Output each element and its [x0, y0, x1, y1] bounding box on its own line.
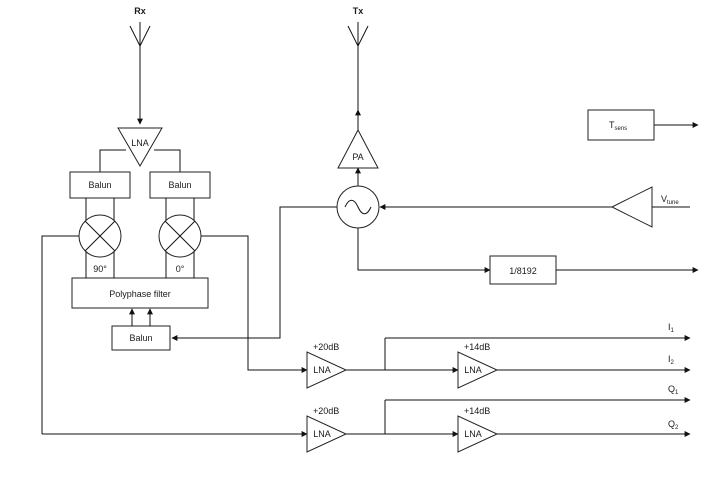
- output-i1-label: I1: [668, 322, 675, 334]
- vtune-buffer: [610, 186, 653, 228]
- balun-left: Balun: [69, 171, 131, 199]
- lna-i-stage1-gain: +20dB: [313, 342, 339, 352]
- lna-q-stage2-gain: +14dB: [464, 406, 490, 416]
- vtune-label: Vtune: [661, 194, 679, 206]
- lna-i-stage2: LNA +14dB: [457, 342, 499, 389]
- polyphase-filter: Polyphase filter: [71, 277, 209, 309]
- lna-i-stage2-gain: +14dB: [464, 342, 490, 352]
- pa-amplifier: PA: [337, 128, 379, 169]
- output-q2-label: Q2: [668, 419, 679, 431]
- tx-label: Tx: [353, 6, 364, 16]
- mixer-right-phase: 0°: [176, 264, 185, 274]
- pa-label: PA: [352, 152, 363, 162]
- balun-right-label: Balun: [168, 180, 191, 190]
- vco-oscillator-icon: [336, 185, 380, 229]
- mixer-right-icon: [158, 214, 202, 258]
- lna-top: LNA: [117, 127, 163, 167]
- lna-i-stage2-label: LNA: [464, 365, 482, 375]
- output-q1-label: Q1: [668, 384, 679, 396]
- mixer-left-icon: [78, 214, 122, 258]
- tx-antenna-icon: [347, 22, 369, 47]
- lna-q-stage1-label: LNA: [313, 429, 331, 439]
- output-i2-label: I2: [668, 354, 675, 366]
- lna-q-stage1: LNA +20dB: [306, 406, 348, 453]
- lna-i-stage1-label: LNA: [313, 365, 331, 375]
- lna-q-stage2-label: LNA: [464, 429, 482, 439]
- balun-bottom: Balun: [111, 325, 171, 351]
- tsense-label: Tsens: [609, 120, 627, 132]
- lna-i-stage1: LNA +20dB: [306, 342, 348, 389]
- rx-label: Rx: [134, 6, 146, 16]
- balun-left-label: Balun: [88, 180, 111, 190]
- lna-q-stage1-gain: +20dB: [313, 406, 339, 416]
- divider-block: 1/8192: [489, 255, 557, 285]
- polyphase-filter-label: Polyphase filter: [109, 289, 171, 299]
- tsense-block: Tsens: [587, 109, 655, 141]
- lna-q-stage2: LNA +14dB: [457, 406, 499, 453]
- balun-right: Balun: [149, 171, 211, 199]
- mixer-left-phase: 90°: [93, 264, 107, 274]
- divider-label: 1/8192: [509, 266, 537, 276]
- rx-antenna-icon: [129, 22, 151, 47]
- lna-top-label: LNA: [131, 138, 149, 148]
- balun-bottom-label: Balun: [129, 333, 152, 343]
